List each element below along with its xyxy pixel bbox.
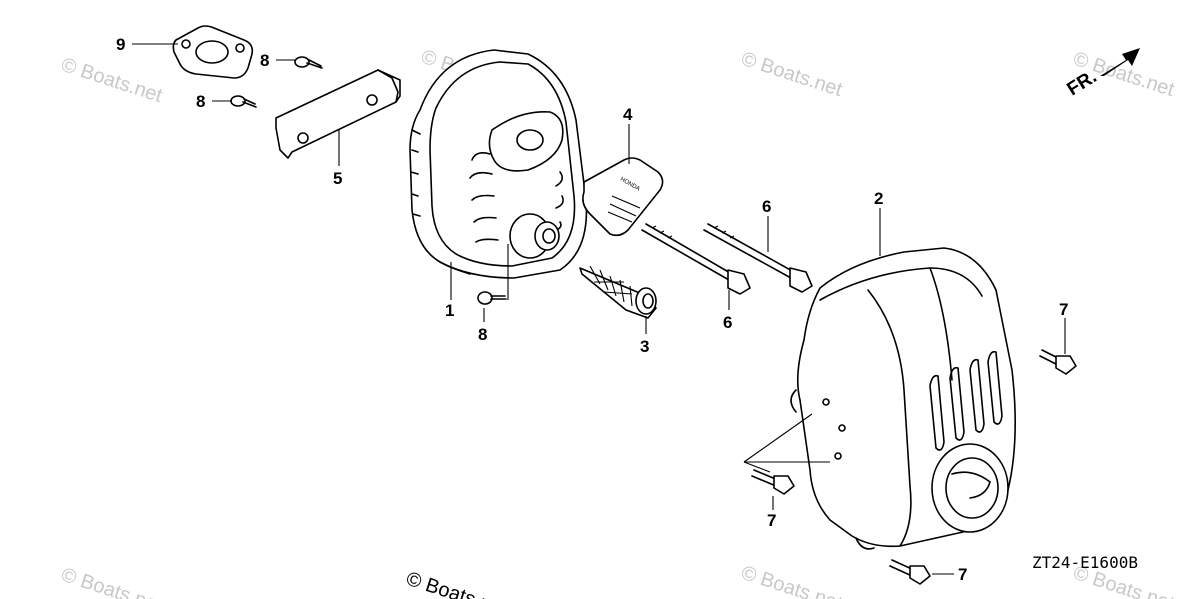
- part-8-screw-low: [477, 291, 507, 305]
- part-8-screw-mid: [230, 95, 257, 108]
- callout-7-left: 7: [767, 511, 776, 530]
- part-7-bolt-bottom: [889, 559, 931, 585]
- part-8-screw-top: [294, 56, 323, 69]
- callout-7-bottom: 7: [958, 565, 967, 584]
- part-7-bolt-right: [1039, 349, 1077, 375]
- watermark-6: © Boats.net: [738, 562, 845, 599]
- callout-4: 4: [623, 105, 633, 124]
- part-7-bolt-left: [751, 469, 795, 495]
- watermark-3: © Boats.net: [738, 48, 845, 101]
- part-3-spark-arrester: [579, 265, 657, 319]
- callout-2: 2: [874, 189, 883, 208]
- part-6-bolt-left: [641, 223, 751, 295]
- callout-9: 9: [116, 35, 125, 54]
- watermark-main: © Boats.net: [403, 568, 510, 599]
- callout-8-low: 8: [478, 325, 487, 344]
- part-4-plate: HONDA: [582, 157, 664, 237]
- callout-3: 3: [640, 337, 649, 356]
- part-1-muffler: [409, 49, 588, 279]
- part-6-bolt-right: [703, 223, 813, 293]
- callouts: 9 8 8 5 1 8 4 3 6 6 2 7 7 7: [116, 35, 1068, 584]
- callout-7-right: 7: [1059, 300, 1068, 319]
- watermark-1: © Boats.net: [58, 54, 165, 107]
- part-9-gasket: [172, 25, 254, 79]
- callout-6-low: 6: [723, 313, 732, 332]
- callout-8-mid: 8: [196, 92, 205, 111]
- callout-1: 1: [445, 301, 454, 320]
- diagram-code: ZT24-E1600B: [1032, 553, 1138, 572]
- leader-lines: [132, 43, 1066, 575]
- fr-arrow-icon: [1100, 48, 1140, 76]
- part-5-bracket: [275, 69, 401, 159]
- watermark-5: © Boats.net: [58, 564, 165, 599]
- part-2-protector: [790, 247, 1016, 550]
- watermarks: © Boats.net © Boats.net © Boats.net © Bo…: [58, 46, 1177, 599]
- callout-6-top: 6: [762, 197, 771, 216]
- callout-8-top: 8: [260, 51, 269, 70]
- callout-5: 5: [333, 169, 342, 188]
